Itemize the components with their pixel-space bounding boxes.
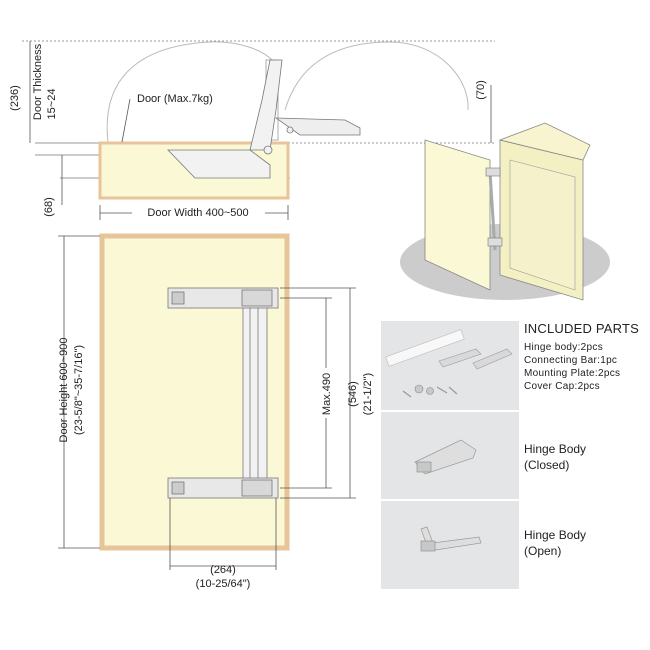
label-door-thickness: Door Thickness — [32, 43, 44, 120]
label-door-thickness-range: 15~24 — [46, 89, 58, 120]
label-264-inch: (10-25/64") — [196, 578, 251, 590]
list-item: Connecting Bar:1pc — [524, 355, 618, 366]
label-546-inch: (21-1/2") — [362, 373, 374, 415]
list-item: Mounting Plate:2pcs — [524, 368, 621, 379]
hinge-closed-drawing — [414, 439, 477, 475]
max-490-label-bg — [320, 368, 333, 418]
label-264: (264) — [210, 564, 236, 576]
label-70: (70) — [475, 80, 487, 100]
list-item: Hinge body:2pcs — [524, 342, 603, 353]
side-view: (236) Door Thickness 15~24 Door (Max.7kg… — [9, 40, 495, 220]
door-swing-arc-left — [106, 41, 273, 143]
cabinet-interior — [509, 159, 576, 291]
hinge-open-caption: Hinge Body (Open) — [524, 527, 586, 559]
caption-line: Hinge Body — [524, 528, 587, 542]
label-door-width: Door Width 400~500 — [147, 207, 248, 219]
included-parts-list: Hinge body:2pcs Connecting Bar:1pc Mount… — [524, 341, 620, 393]
caption-line: Hinge Body — [524, 442, 587, 456]
cabinet-top — [498, 122, 591, 161]
label-door-max-weight: Door (Max.7kg) — [137, 93, 213, 105]
side-hinge-mechanism — [167, 59, 361, 179]
door-label-leader — [121, 98, 131, 143]
front-view: Door Height 600~900 (23-5/8"~35-7/16") M… — [58, 233, 374, 590]
label-546: (546) — [347, 381, 359, 407]
hinge-closed-photo — [381, 412, 519, 499]
hinge-open-drawing — [420, 526, 482, 552]
included-parts-panel: INCLUDED PARTS Hinge body:2pcs Connectin… — [381, 321, 647, 589]
door-swing-arc-right — [284, 41, 469, 111]
caption-line: (Closed) — [524, 458, 570, 472]
included-parts-title: INCLUDED PARTS — [524, 321, 640, 336]
hinge-open-photo — [381, 501, 519, 589]
parts-photo-drawing — [385, 329, 513, 398]
cabinet-door-3d — [424, 139, 491, 291]
label-68: (68) — [43, 197, 55, 217]
cabinet-3d-illustration — [400, 122, 610, 301]
label-236: (236) — [9, 85, 21, 111]
door-width-label-bg — [132, 205, 265, 219]
hinge-closed-caption: Hinge Body (Closed) — [524, 441, 586, 473]
front-hinge-assembly — [167, 287, 279, 499]
label-door-height-inch: (23-5/8"~35-7/16") — [73, 345, 85, 435]
list-item: Cover Cap:2pcs — [524, 381, 600, 392]
hinge-top-3d — [485, 167, 501, 177]
parts-photo — [381, 321, 519, 410]
label-max-490: Max.490 — [321, 373, 333, 415]
caption-line: (Open) — [524, 544, 562, 558]
label-door-height: Door Height 600~900 — [58, 338, 70, 443]
hinge-rail-3d — [488, 171, 497, 251]
hinge-bottom-3d — [487, 237, 503, 247]
